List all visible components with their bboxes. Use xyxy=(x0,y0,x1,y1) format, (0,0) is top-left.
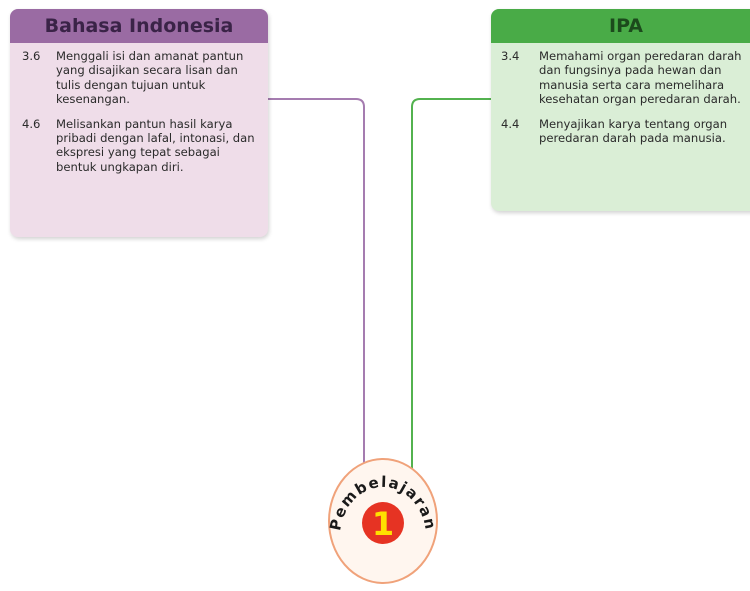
competency-item: 3.6 Menggali isi dan amanat pantun yang … xyxy=(10,49,268,107)
competency-item: 3.4 Memahami organ peredaran darah dan f… xyxy=(491,49,750,107)
competency-number: 3.4 xyxy=(501,49,520,63)
competency-list: 3.6 Menggali isi dan amanat pantun yang … xyxy=(10,43,268,174)
competency-list: 3.4 Memahami organ peredaran darah dan f… xyxy=(491,43,750,145)
competency-item: 4.4 Menyajikan karya tentang organ pered… xyxy=(491,117,750,146)
competency-text: Memahami organ peredaran darah dan fungs… xyxy=(539,49,742,107)
competency-item: 4.6 Melisankan pantun hasil karya pribad… xyxy=(10,117,268,175)
competency-number: 4.4 xyxy=(501,116,520,131)
lesson-badge: Pembelajaran 1 xyxy=(326,458,438,584)
subject-card-ipa: IPA 3.4 Memahami organ peredaran darah d… xyxy=(491,9,750,211)
subject-card-bahasa-indonesia: Bahasa Indonesia 3.6 Menggali isi dan am… xyxy=(10,9,268,237)
card-title: IPA xyxy=(491,9,750,43)
competency-text: Melisankan pantun hasil karya pribadi de… xyxy=(56,116,255,174)
lesson-number: 1 xyxy=(372,505,394,543)
competency-text: Menggali isi dan amanat pantun yang disa… xyxy=(56,49,244,107)
bahasa-connector xyxy=(268,98,365,470)
competency-number: 4.6 xyxy=(22,116,41,131)
competency-number: 3.6 xyxy=(22,49,41,63)
ipa-connector xyxy=(411,98,491,470)
card-title: Bahasa Indonesia xyxy=(10,9,268,43)
lesson-number-circle xyxy=(362,502,404,544)
competency-text: Menyajikan karya tentang organ peredaran… xyxy=(539,116,728,146)
